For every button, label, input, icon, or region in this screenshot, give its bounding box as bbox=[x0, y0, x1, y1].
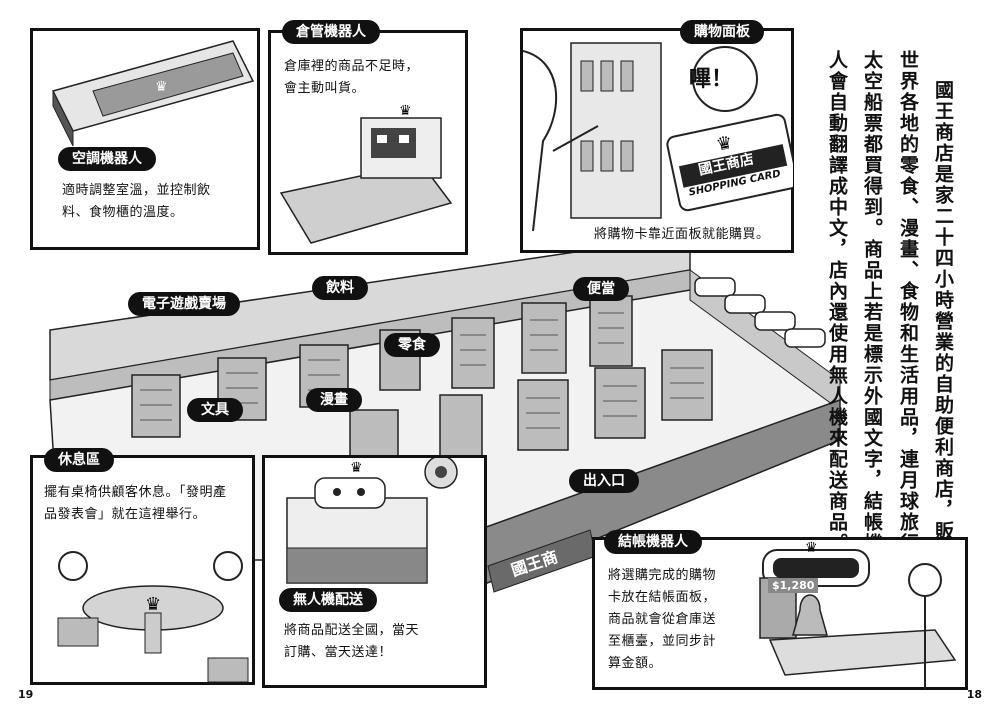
narrative-col-1: 國王商店是家二十四小時營業的自助便利商店，販售 bbox=[932, 80, 954, 563]
checkout-robot-tag: 結帳機器人 bbox=[604, 530, 702, 554]
warehouse-robot-tag: 倉管機器人 bbox=[282, 20, 380, 44]
checkout-line-4: 至櫃臺，並同步計 bbox=[608, 634, 717, 649]
panel-rest-area: ♛ bbox=[30, 455, 255, 685]
shopping-panel-caption: 將購物卡靠近面板就能購買。 bbox=[594, 227, 770, 242]
label-comics: 漫畫 bbox=[306, 388, 362, 412]
air-robot-illustration: ♛ bbox=[51, 40, 255, 147]
drone-line-1: 將商品配送全國，當天 bbox=[284, 623, 420, 638]
air-robot-line-1: 適時調整室溫，並控制飲 bbox=[62, 183, 211, 198]
label-games: 電子遊戲賣場 bbox=[128, 292, 240, 316]
rest-area-tag: 休息區 bbox=[44, 448, 114, 472]
svg-text:♛: ♛ bbox=[145, 594, 161, 615]
panel-checkout-robot: ♛ bbox=[592, 537, 968, 690]
svg-text:♛: ♛ bbox=[155, 79, 168, 95]
page-number-right: 18 bbox=[966, 688, 982, 701]
narrative-col-3: 太空船票都買得到。商品上若是標示外國文字，結帳機器 bbox=[861, 50, 883, 575]
rest-area-line-1: 擺有桌椅供顧客休息。「發明產 bbox=[44, 485, 227, 500]
beep-text: 嗶！ bbox=[689, 67, 734, 92]
panel-warehouse-robot: ♛ bbox=[268, 30, 468, 255]
shopping-panel-illustration: ♛ bbox=[523, 42, 793, 232]
label-drinks: 飲料 bbox=[312, 276, 368, 300]
checkout-robot-illustration: ♛ bbox=[759, 540, 957, 689]
warehouse-robot-illustration: ♛ bbox=[279, 103, 453, 244]
page-number-left: 19 bbox=[18, 688, 34, 701]
warehouse-robot-line-1: 倉庫裡的商品不足時， bbox=[284, 59, 420, 74]
checkout-price: $1,280 bbox=[768, 578, 819, 593]
shopping-panel-tag: 購物面板 bbox=[680, 20, 764, 44]
label-snacks: 零食 bbox=[384, 333, 440, 357]
svg-text:♛: ♛ bbox=[350, 460, 363, 476]
panel-drone: ♛ bbox=[262, 455, 487, 688]
rest-area-line-2: 品發表會」就在這裡舉行。 bbox=[44, 507, 207, 522]
svg-text:♛: ♛ bbox=[399, 103, 412, 119]
narrative-col-4: 人會自動翻譯成中文，店內還使用無人機來配送商品。 bbox=[826, 50, 848, 554]
label-stationery: 文具 bbox=[187, 398, 243, 422]
checkout-line-3: 商品就會從倉庫送 bbox=[608, 612, 717, 627]
label-bento: 便當 bbox=[573, 277, 629, 301]
svg-text:♛: ♛ bbox=[805, 540, 818, 556]
drone-illustration: ♛ bbox=[286, 458, 458, 584]
air-robot-line-2: 料、食物櫃的溫度。 bbox=[62, 205, 184, 220]
panel-shopping: ♛ bbox=[520, 28, 794, 253]
panel-air-robot: ♛ bbox=[30, 28, 260, 250]
drone-line-2: 訂購、當天送達！ bbox=[284, 645, 393, 660]
checkout-line-1: 將選購完成的購物 bbox=[608, 568, 717, 583]
checkout-line-2: 卡放在結帳面板， bbox=[608, 590, 717, 605]
checkout-line-5: 算金額。 bbox=[608, 656, 663, 671]
narrative-col-2: 世界各地的零食、漫畫、食物和生活用品，連月球旅行的 bbox=[897, 50, 919, 575]
warehouse-robot-line-2: 會主動叫貨。 bbox=[284, 81, 366, 96]
drone-tag: 無人機配送 bbox=[279, 588, 377, 612]
svg-text:♛: ♛ bbox=[714, 132, 734, 156]
air-robot-tag: 空調機器人 bbox=[58, 147, 156, 171]
label-entrance: 出入口 bbox=[569, 469, 639, 493]
rest-area-illustration: ♛ bbox=[57, 551, 249, 683]
